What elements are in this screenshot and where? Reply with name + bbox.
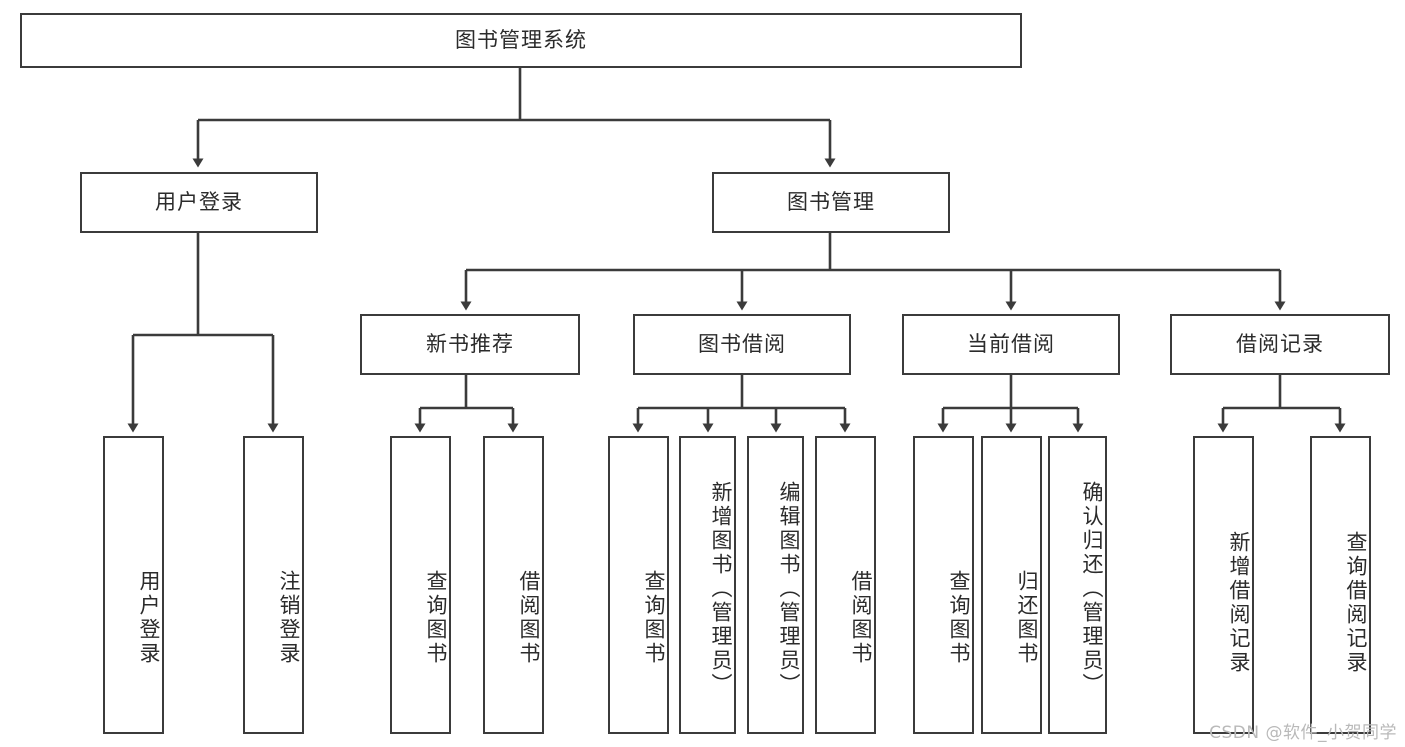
node-label: 借阅图书	[849, 570, 873, 666]
node-label: 查询图书	[424, 570, 448, 666]
watermark-text: CSDN @软件_小贺同学	[1209, 723, 1397, 743]
node-book-borrow[interactable]: 图书借阅	[633, 314, 851, 375]
node-label: 用户登录	[155, 189, 243, 214]
leaf-record-query-borrow-record[interactable]: 查询借阅记录	[1310, 436, 1371, 734]
node-label: 图书管理	[787, 189, 875, 214]
node-book-management[interactable]: 图书管理	[712, 172, 950, 233]
node-label: 注销登录	[277, 570, 301, 666]
node-label: 确认归还（管理员）	[1080, 481, 1104, 697]
node-label: 用户登录	[137, 570, 161, 666]
leaf-current-query-book[interactable]: 查询图书	[913, 436, 974, 734]
leaf-borrow-borrow-book[interactable]: 借阅图书	[815, 436, 876, 734]
node-label: 查询借阅记录	[1344, 531, 1368, 675]
leaf-recommend-query-book[interactable]: 查询图书	[390, 436, 451, 734]
leaf-borrow-add-book-admin[interactable]: 新增图书（管理员）	[679, 436, 736, 734]
leaf-current-confirm-return-admin[interactable]: 确认归还（管理员）	[1048, 436, 1107, 734]
leaf-user-login-signout[interactable]: 注销登录	[243, 436, 304, 734]
leaf-record-add-borrow-record[interactable]: 新增借阅记录	[1193, 436, 1254, 734]
node-label: 图书借阅	[698, 331, 786, 356]
leaf-user-login-signin[interactable]: 用户登录	[103, 436, 164, 734]
node-label: 查询图书	[642, 570, 666, 666]
node-label: 查询图书	[947, 570, 971, 666]
node-new-book-recommend[interactable]: 新书推荐	[360, 314, 580, 375]
leaf-borrow-edit-book-admin[interactable]: 编辑图书（管理员）	[747, 436, 804, 734]
node-label: 图书管理系统	[455, 27, 587, 52]
node-label: 新书推荐	[426, 331, 514, 356]
leaf-borrow-query-book[interactable]: 查询图书	[608, 436, 669, 734]
node-label: 新增图书（管理员）	[709, 481, 733, 697]
leaf-current-return-book[interactable]: 归还图书	[981, 436, 1042, 734]
leaf-recommend-borrow-book[interactable]: 借阅图书	[483, 436, 544, 734]
node-label: 借阅图书	[517, 570, 541, 666]
node-label: 借阅记录	[1236, 331, 1324, 356]
node-label: 编辑图书（管理员）	[777, 481, 801, 697]
node-borrow-record[interactable]: 借阅记录	[1170, 314, 1390, 375]
node-label: 当前借阅	[967, 331, 1055, 356]
node-user-login[interactable]: 用户登录	[80, 172, 318, 233]
node-label: 新增借阅记录	[1227, 531, 1251, 675]
node-current-borrow[interactable]: 当前借阅	[902, 314, 1120, 375]
node-label: 归还图书	[1015, 570, 1039, 666]
node-root-title[interactable]: 图书管理系统	[20, 13, 1022, 68]
